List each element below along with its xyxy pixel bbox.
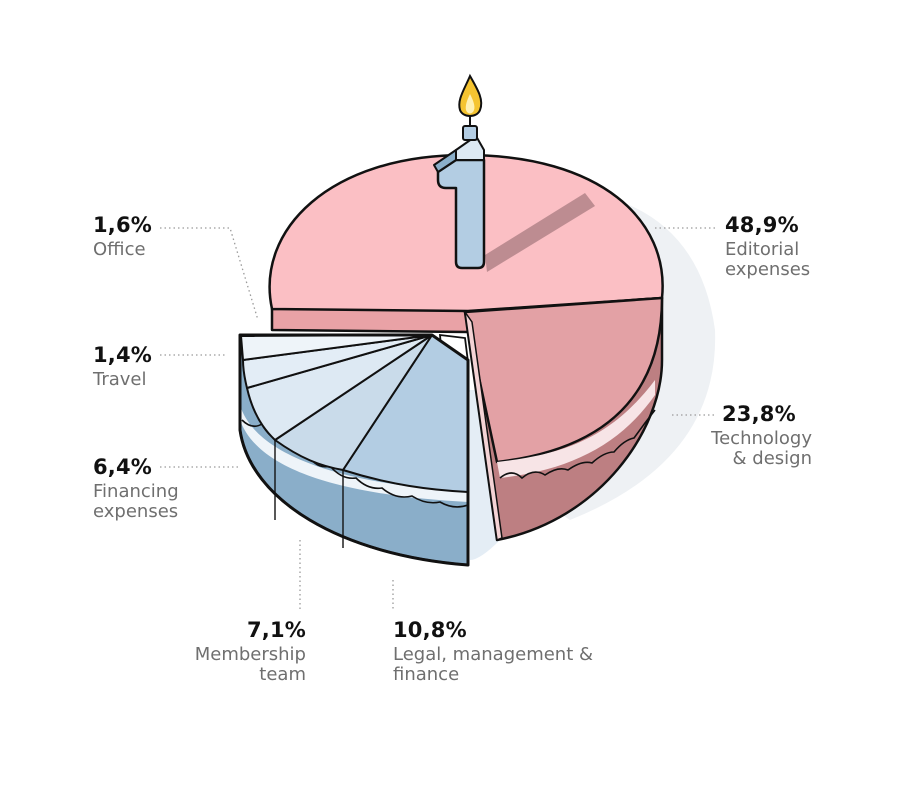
label-membership-value: 7,1% [246, 618, 306, 642]
label-financing-value: 6,4% [93, 455, 153, 479]
slice-tech-top [463, 296, 664, 464]
candle-number-one [433, 115, 486, 270]
label-travel-name: Travel [93, 369, 147, 391]
slice-membership-top [274, 334, 433, 471]
tech-cream-layer [497, 380, 655, 478]
label-legal-name: Legal, management & finance [393, 644, 594, 685]
label-financing: 6,4% Financing expenses [93, 455, 203, 522]
blue-piece-outline [238, 333, 470, 567]
label-tech-name: Technology & design [711, 428, 812, 469]
label-editorial-value: 48,9% [725, 213, 799, 237]
blue-piece-cream [240, 405, 468, 502]
label-editorial: 48,9% Editorial expenses [725, 213, 835, 280]
tech-cut-face [464, 311, 503, 542]
label-editorial-name: Editorial expenses [725, 239, 811, 280]
label-legal: 10,8% Legal, management & finance [393, 618, 598, 685]
label-tech-value: 23,8% [722, 402, 796, 426]
label-membership-name: Membership team [194, 644, 306, 685]
candle-flame-inner [465, 94, 475, 114]
label-tech: 23,8% Technology & design [700, 402, 812, 469]
cake-shadow [540, 195, 716, 520]
label-travel-value: 1,4% [93, 343, 153, 367]
label-financing-name: Financing expenses [93, 481, 179, 522]
leader-office [160, 227, 259, 321]
label-membership: 7,1% Membership team [178, 618, 306, 685]
tech-frosting-wave [499, 409, 656, 480]
label-office-value: 1,6% [93, 213, 153, 237]
candle-shadow [485, 193, 595, 272]
label-office: 1,6% Office [93, 213, 153, 261]
label-office-name: Office [93, 239, 146, 261]
label-travel: 1,4% Travel [93, 343, 153, 391]
label-legal-value: 10,8% [393, 618, 467, 642]
